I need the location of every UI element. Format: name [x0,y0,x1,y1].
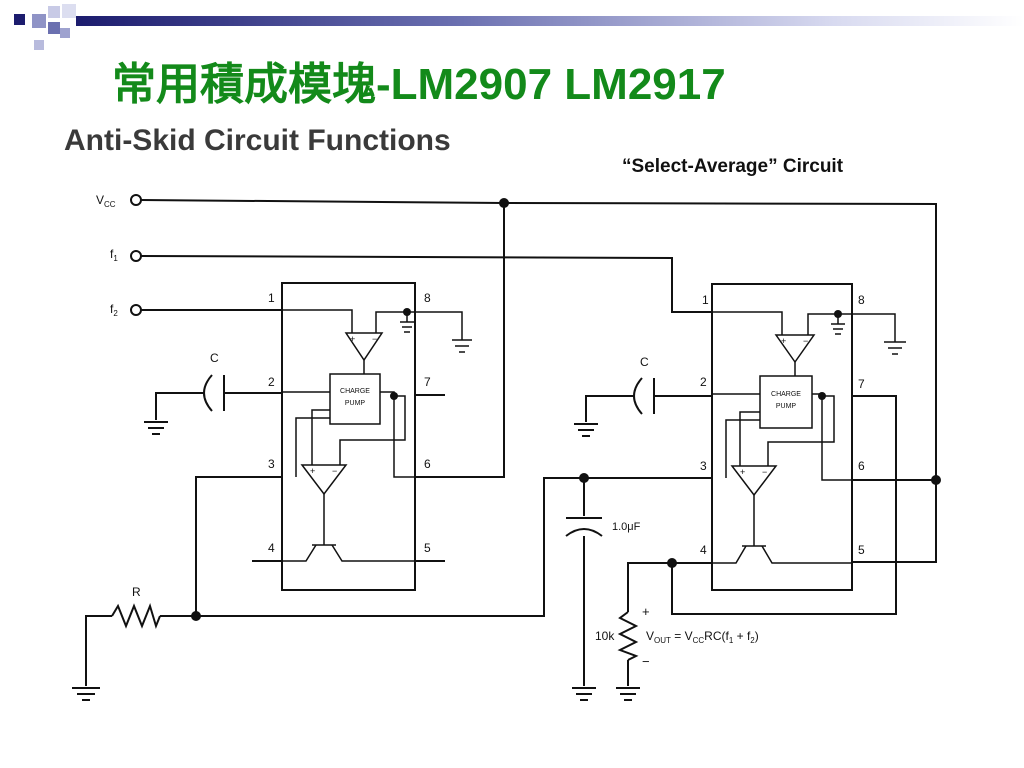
svg-text:−: − [372,334,377,344]
corner-square-lower2 [60,28,70,38]
svg-text:1: 1 [702,293,709,307]
circuit-subtitle: “Select-Average” Circuit [622,156,844,177]
svg-text:6: 6 [858,459,865,473]
header-gradient-bar [76,16,1024,26]
svg-text:7: 7 [858,377,865,391]
output-formula: VOUT = VCCRC(f1 + f2) [646,629,759,645]
slide-title: 常用積成模塊-LM2907 LM2917 [112,60,726,109]
svg-text:f2: f2 [110,302,118,318]
svg-text:CHARGE: CHARGE [340,388,370,395]
svg-text:3: 3 [700,459,707,473]
svg-text:PUMP: PUMP [345,400,366,407]
svg-text:7: 7 [424,375,431,389]
svg-text:+: + [642,604,650,619]
left-charge-pump [329,373,381,425]
corner-square-lower [34,40,44,50]
resistor-r: R [72,585,161,701]
output-capacitor: 1.0μF [565,517,641,701]
svg-text:2: 2 [268,375,275,389]
left-ic-pins: 1 2 3 4 5 6 7 8 [268,291,431,555]
corner-square-navy [14,14,25,25]
f2-terminal: f2 [110,302,142,318]
svg-text:3: 3 [268,457,275,471]
svg-text:8: 8 [858,293,865,307]
svg-text:VCC: VCC [96,193,116,209]
right-ic-pins: 1 2 3 4 5 6 7 8 [700,293,865,557]
svg-text:1.0μF: 1.0μF [612,521,641,533]
svg-text:+: + [781,336,786,346]
svg-text:+: + [310,466,315,476]
svg-text:−: − [332,466,337,476]
right-charge-pump [759,375,813,429]
svg-text:4: 4 [268,541,275,555]
svg-text:PUMP: PUMP [776,403,797,410]
wiring [85,198,941,686]
svg-text:+: + [740,467,745,477]
corner-square-blue [32,14,46,28]
left-capacitor-c: C [144,351,282,435]
svg-text:5: 5 [424,541,431,555]
svg-text:R: R [132,585,141,599]
svg-text:1: 1 [268,291,275,305]
svg-text:C: C [640,355,649,369]
svg-text:5: 5 [858,543,865,557]
load-resistor-10k: 10k + − [595,604,650,701]
left-ic-lm2907: 1 2 3 4 5 6 7 8 + − CHARGE PUMP [268,282,472,591]
figure-title: Anti-Skid Circuit Functions [64,124,451,157]
corner-square-light [48,6,60,18]
corner-square-pale [62,4,76,18]
right-ic-lm2907: 1 2 3 4 5 6 7 8 + − CHARGE PUMP + − [700,283,906,591]
svg-text:f1: f1 [110,247,118,263]
svg-text:−: − [803,336,808,346]
svg-text:−: − [642,654,650,669]
corner-square-small [48,22,60,34]
f1-terminal: f1 [110,247,142,263]
svg-text:C: C [210,351,219,365]
svg-text:8: 8 [424,291,431,305]
svg-text:−: − [762,467,767,477]
vcc-terminal: VCC [96,193,142,209]
svg-text:4: 4 [700,543,707,557]
svg-text:2: 2 [700,375,707,389]
svg-text:10k: 10k [595,629,615,643]
svg-text:+: + [350,334,355,344]
right-capacitor-c: C [574,355,712,437]
svg-text:6: 6 [424,457,431,471]
svg-text:CHARGE: CHARGE [771,391,801,398]
